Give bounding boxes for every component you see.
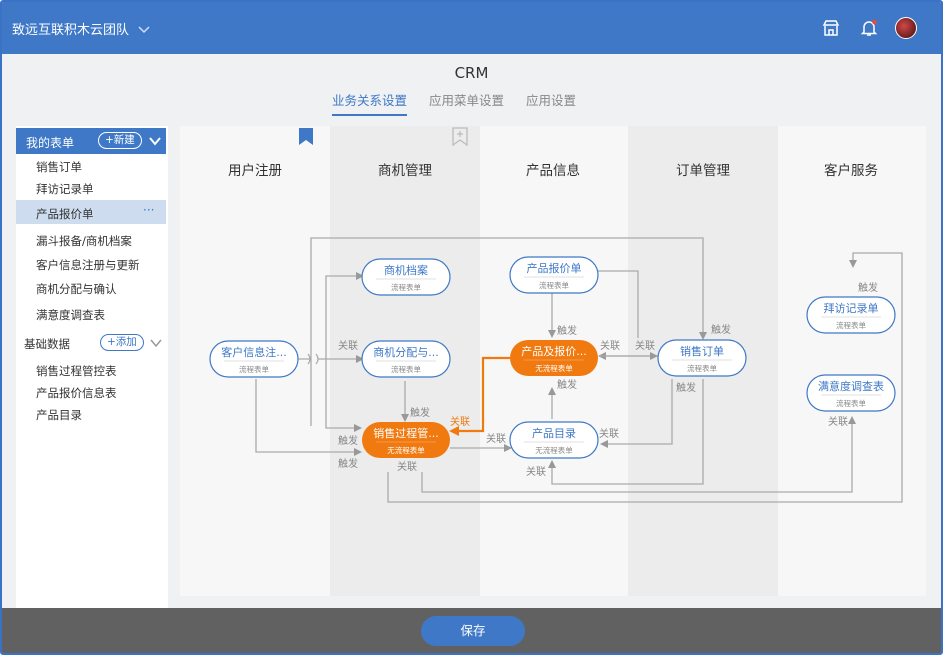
add-base-data-button[interactable]: +添加 — [100, 334, 144, 351]
node-sales-order[interactable]: 销售订单 流程表单 — [657, 339, 747, 377]
node-product-quote[interactable]: 产品及报价... 无流程表单 — [510, 340, 598, 376]
node-title: 销售过程管... — [373, 426, 439, 440]
node-customer-reg[interactable]: 客户信息注... 流程表单 — [209, 340, 299, 378]
edge-label: 触发 — [410, 406, 430, 419]
bookmark-add-icon[interactable] — [452, 127, 468, 147]
edge-label-highlight: 关联 — [450, 415, 470, 428]
node-sub: 流程表单 — [836, 320, 866, 330]
node-title: 拜访记录单 — [824, 302, 879, 315]
tab-app-settings[interactable]: 应用设置 — [526, 93, 577, 108]
tab-app-menu-settings[interactable]: 应用菜单设置 — [429, 93, 505, 108]
edge-label: 关联 — [397, 460, 417, 473]
sidebar-item-visit-record[interactable]: 拜访记录单 — [36, 182, 94, 196]
bookmark-icon[interactable] — [299, 128, 313, 145]
chevron-down-icon[interactable] — [149, 135, 161, 147]
chevron-down-icon — [138, 25, 150, 33]
node-title: 客户信息注... — [221, 345, 287, 359]
node-opp-assign[interactable]: 商机分配与... 流程表单 — [361, 340, 451, 378]
tab-business-relations[interactable]: 业务关系设置 — [332, 90, 408, 116]
app-header: CRM 业务关系设置 应用菜单设置 应用设置 — [2, 54, 941, 116]
node-visit-record[interactable]: 拜访记录单 流程表单 — [806, 296, 896, 334]
my-forms-header: 我的表单 +新建 — [16, 128, 166, 154]
node-title: 产品及报价... — [521, 344, 587, 358]
node-product-catalog[interactable]: 产品目录 无流程表单 — [509, 421, 599, 459]
sidebar-item-quote-info[interactable]: 产品报价信息表 — [36, 386, 117, 400]
save-button[interactable]: 保存 — [421, 616, 525, 646]
node-sub: 无流程表单 — [387, 445, 425, 455]
sidebar-selected-bg — [16, 200, 166, 224]
sidebar-item-survey[interactable]: 满意度调查表 — [36, 308, 105, 322]
sidebar-item-sales-order[interactable]: 销售订单 — [36, 160, 82, 174]
edge-label: 触发 — [557, 324, 577, 337]
node-survey[interactable]: 满意度调查表 流程表单 — [806, 374, 896, 412]
edge-label: 关联 — [635, 339, 655, 352]
node-sub: 流程表单 — [239, 364, 269, 374]
node-sub: 流程表单 — [539, 280, 569, 290]
lane-title-service: 客户服务 — [824, 163, 878, 179]
connector-lines — [255, 237, 903, 503]
edge-label: 触发 — [338, 434, 358, 447]
edge-label: 关联 — [600, 339, 620, 352]
node-sub: 流程表单 — [391, 282, 421, 292]
lane-title-user-reg: 用户注册 — [228, 163, 282, 179]
node-sub: 流程表单 — [836, 398, 866, 408]
lane-title-opportunity: 商机管理 — [378, 163, 432, 179]
edge-label: 触发 — [858, 281, 878, 294]
avatar[interactable] — [895, 17, 917, 39]
relation-diagram: 客户信息注... 流程表单 商机档案 流程表单 商机分配与... 流程表单 销售… — [209, 127, 903, 503]
lane-title-order: 订单管理 — [676, 163, 730, 179]
sidebar-item-catalog[interactable]: 产品目录 — [36, 408, 82, 422]
relation-canvas: 用户注册 商机管理 产品信息 订单管理 客户服务 — [180, 126, 926, 596]
edge-label: 关联 — [338, 339, 358, 352]
team-switcher[interactable]: 致远互联积木云团队 — [12, 19, 151, 38]
footer-bar: 保存 — [2, 608, 941, 653]
edge-label: 触发 — [557, 378, 577, 391]
node-sub: 流程表单 — [687, 363, 717, 373]
node-title: 商机分配与... — [373, 345, 439, 359]
node-opp-archive[interactable]: 商机档案 流程表单 — [361, 258, 451, 296]
top-bar: 致远互联积木云团队 — [2, 2, 941, 54]
node-sub: 流程表单 — [391, 364, 421, 374]
edge-labels: 关联 触发 触发 触发 关联 关联 触发 触发 关联 关联 关联 触发 触发 关… — [338, 281, 878, 478]
chevron-down-icon[interactable] — [150, 337, 162, 349]
edge-label: 关联 — [486, 432, 506, 445]
node-sales-process[interactable]: 销售过程管... 无流程表单 — [362, 422, 450, 458]
sidebar-item-quote-form[interactable]: 产品报价单 — [36, 207, 94, 221]
sidebar-item-funnel[interactable]: 漏斗报备/商机档案 — [36, 234, 132, 248]
my-forms-title: 我的表单 — [26, 136, 75, 150]
highlight-edge — [449, 356, 510, 436]
node-title: 商机档案 — [384, 263, 428, 277]
node-sub: 无流程表单 — [535, 363, 573, 373]
node-quote-form[interactable]: 产品报价单 流程表单 — [509, 256, 599, 294]
sidebar-item-customer-reg[interactable]: 客户信息注册与更新 — [36, 258, 140, 272]
more-icon[interactable]: ··· — [143, 203, 155, 217]
node-title: 满意度调查表 — [818, 379, 884, 393]
team-name: 致远互联积木云团队 — [12, 23, 130, 38]
app-title: CRM — [454, 64, 489, 82]
bell-icon[interactable] — [857, 16, 881, 40]
node-title: 产品目录 — [532, 426, 576, 440]
sidebar-item-opp-assign[interactable]: 商机分配与确认 — [36, 282, 117, 296]
node-sub: 无流程表单 — [535, 445, 573, 455]
base-data-title: 基础数据 — [24, 337, 70, 351]
edge-label: 关联 — [828, 415, 848, 428]
sidebar: 我的表单 +新建 销售订单 拜访记录单 产品报价单 ··· 漏斗报备/商机档案 … — [16, 126, 168, 608]
sidebar-item-sales-process[interactable]: 销售过程管控表 — [36, 364, 117, 378]
edge-label: 触发 — [676, 381, 696, 394]
edge-label: 触发 — [338, 457, 358, 470]
store-icon[interactable] — [819, 16, 843, 40]
lane-title-product: 产品信息 — [526, 163, 580, 179]
node-title: 产品报价单 — [527, 261, 582, 275]
new-form-button[interactable]: +新建 — [98, 132, 142, 149]
tab-bar: 业务关系设置 应用菜单设置 应用设置 — [332, 90, 576, 116]
node-title: 销售订单 — [680, 344, 724, 358]
edge-label: 触发 — [711, 323, 731, 336]
edge-label: 关联 — [526, 465, 546, 478]
edge-label: 关联 — [599, 427, 619, 440]
